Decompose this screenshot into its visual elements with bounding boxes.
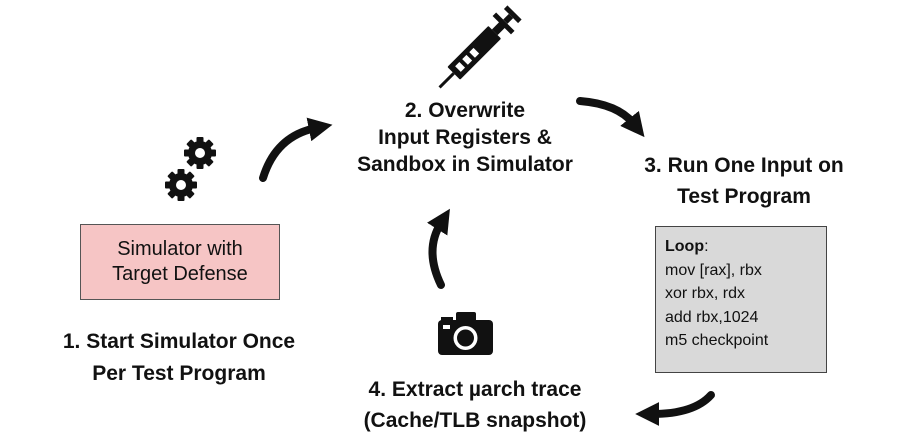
arrow-extract-to-overwrite <box>427 208 450 289</box>
step-overwrite-line2: Input Registers & <box>378 126 552 149</box>
step-overwrite-line1: 2. Overwrite <box>404 99 526 122</box>
step-run-line2: Test Program <box>677 185 811 208</box>
step-extract-line1: 4. Extract µarch trace <box>368 378 582 401</box>
step-start-line1: 1. Start Simulator Once <box>62 330 296 353</box>
code-line: add rbx,1024 <box>665 308 759 326</box>
code-line: xor rbx, rdx <box>665 285 746 302</box>
step-extract-label: 4. Extract µarch trace (Cache/TLB snapsh… <box>330 374 620 436</box>
arrow-overwrite-to-run <box>576 97 645 138</box>
arrow-start-to-overwrite <box>259 117 333 182</box>
arrow-run-to-extract <box>635 391 715 426</box>
code-line: m5 checkpoint <box>665 332 769 349</box>
step-run-line1: 3. Run One Input on <box>644 154 844 177</box>
step-overwrite-label: 2. Overwrite Input Registers & Sandbox i… <box>330 97 600 178</box>
simulator-box: Simulator with Target Defense <box>80 224 280 300</box>
code-header: Loop: <box>665 235 826 259</box>
test-program-code-box: Loop: mov [rax], rbx xor rbx, rdx add rb… <box>655 226 827 373</box>
code-line: mov [rax], rbx <box>665 261 762 279</box>
step-extract-line2: (Cache/TLB snapshot) <box>363 409 587 432</box>
step-start-line2: Per Test Program <box>92 362 266 385</box>
code-keyword-suffix: : <box>704 238 709 255</box>
step-overwrite-line3: Sandbox in Simulator <box>357 153 573 176</box>
simulator-box-line2: Target Defense <box>112 263 248 285</box>
step-start-label: 1. Start Simulator Once Per Test Program <box>20 326 338 390</box>
code-keyword-loop: Loop <box>665 238 705 255</box>
step-run-label: 3. Run One Input on Test Program <box>606 150 882 212</box>
simulator-box-line1: Simulator with <box>117 238 243 260</box>
